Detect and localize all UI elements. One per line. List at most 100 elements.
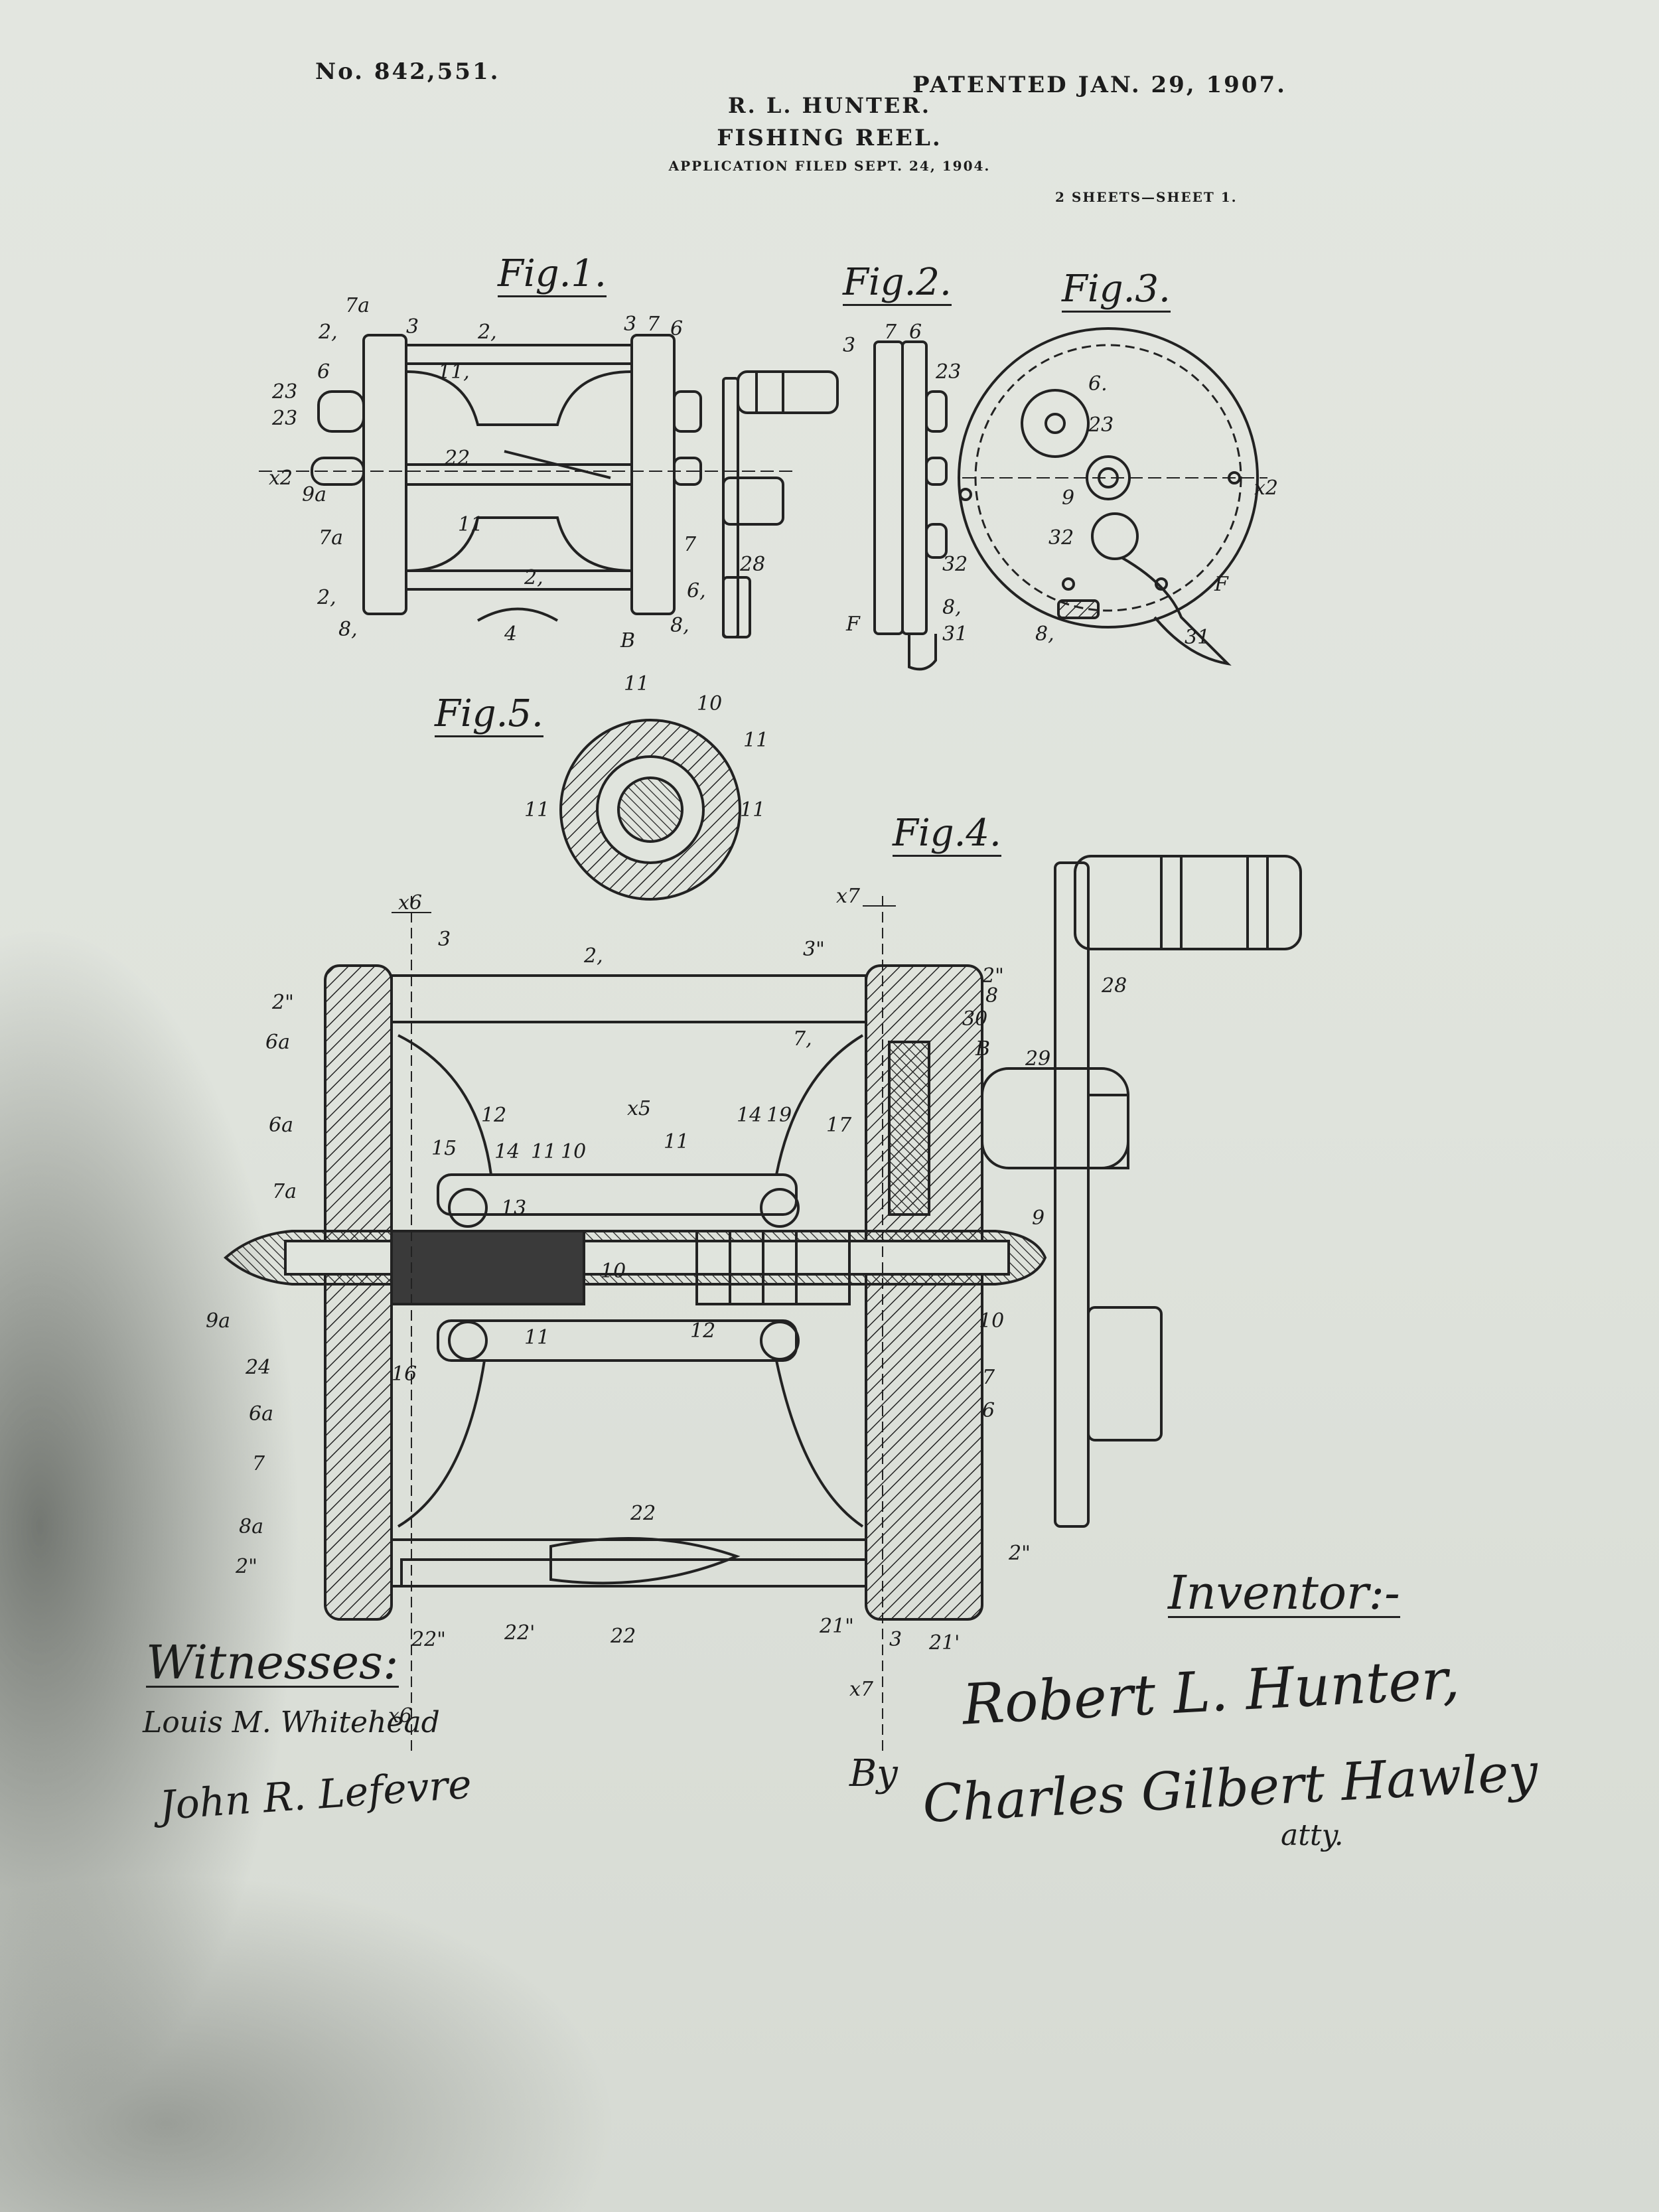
fig3-drawing [958, 327, 1267, 666]
ref-fig4-24: 17 [826, 1114, 852, 1137]
ref-fig4-17: 14 [494, 1140, 520, 1163]
ref-fig4-42: 22 [630, 1502, 656, 1525]
ref-fig4-18: 11 [531, 1140, 556, 1163]
ref-fig5-5: 11 [740, 798, 765, 822]
ref-fig4-36: 7 [982, 1366, 995, 1389]
ref-fig3-8: x2 [1254, 477, 1278, 500]
ref-fig1-3: 2, [477, 321, 497, 344]
ref-fig4-16: 12 [481, 1104, 506, 1127]
ref-fig5-2: 10 [697, 692, 722, 715]
ref-fig1-14: 2, [317, 586, 336, 609]
ref-fig4-34: 12 [690, 1319, 715, 1343]
ref-fig4-21: 11 [664, 1130, 689, 1153]
ref-fig3-1: 6. [1088, 372, 1108, 396]
ref-fig4-38: 7 [252, 1452, 265, 1475]
ref-fig4-35: 10 [979, 1309, 1004, 1333]
ref-fig2-4: 23 [935, 360, 961, 384]
ref-fig4-9: 6a [265, 1031, 290, 1054]
ref-fig4-6: 3" [803, 938, 825, 961]
ref-fig1-17: 11, [438, 360, 470, 384]
ref-fig4-20: x5 [627, 1097, 651, 1120]
ref-fig4-46: 21" [819, 1615, 854, 1638]
ref-fig2-1: 7 [884, 321, 897, 344]
inventor-label: Inventor:- [1168, 1566, 1400, 1620]
ref-fig4-8: 8 [985, 984, 998, 1007]
ref-fig4-27: 13 [501, 1197, 526, 1220]
ref-fig4-30: 9a [206, 1309, 230, 1333]
ref-fig1-23: 7 [684, 533, 697, 556]
ref-fig4-40: 8a [239, 1515, 263, 1538]
attorney-label: atty. [1281, 1818, 1344, 1852]
ref-fig5-4: 11 [524, 798, 549, 822]
ref-fig1-12: 9a [302, 483, 326, 506]
ref-fig4-1: x6 [398, 891, 422, 915]
ref-fig1-24: 6, [687, 579, 706, 603]
ref-fig4-39: 6 [982, 1399, 995, 1422]
ref-fig1-9: 23 [271, 380, 297, 404]
ref-fig4-23: 19 [766, 1104, 792, 1127]
ref-fig1-22: 2, [524, 566, 543, 589]
ref-fig1-15: 22 [444, 447, 470, 470]
ref-fig3-7: 31 [1185, 626, 1210, 649]
ref-fig1-18: B [620, 629, 635, 652]
ref-fig4-3: 2" [271, 991, 294, 1014]
ref-fig5-1: 11 [624, 672, 649, 696]
ref-fig1-13: 7a [319, 526, 343, 550]
ref-fig4-26: 15 [431, 1137, 457, 1160]
ref-fig4-2: x7 [836, 885, 861, 908]
ref-fig4-45: 22 [610, 1625, 636, 1648]
ref-fig3-5: F [1214, 573, 1229, 596]
ref-fig1-8: 6 [317, 360, 330, 384]
ref-fig4-49: 2" [1008, 1542, 1031, 1565]
ref-fig1-25: 28 [739, 553, 765, 576]
ref-fig4-29: 9 [1032, 1207, 1045, 1230]
ref-fig4-15: 6a [269, 1114, 293, 1137]
ref-fig1-11: x2 [269, 467, 293, 490]
ref-fig4-13: 29 [1025, 1047, 1050, 1070]
ref-fig1-19: 4 [504, 623, 517, 646]
ref-fig4-25: 7a [272, 1180, 297, 1203]
ref-fig3-4: 32 [1048, 526, 1074, 550]
ref-fig4-22: 14 [737, 1104, 762, 1127]
ref-fig1-5: 7 [647, 313, 660, 336]
ref-fig1-21: 8, [670, 614, 689, 637]
ref-fig3-2: 23 [1088, 413, 1114, 437]
ref-fig4-50: x7 [849, 1678, 874, 1701]
ref-fig4-43: 22" [411, 1628, 446, 1651]
ref-fig4-41: 2" [235, 1555, 257, 1578]
ref-fig4-31: 24 [245, 1356, 271, 1379]
fig2-drawing [873, 340, 948, 671]
ref-fig4-47: 3 [889, 1628, 902, 1651]
ref-fig3-6: 8, [1035, 623, 1054, 646]
ref-fig4-4: 2, [583, 944, 603, 968]
ref-fig1-2: 3 [406, 315, 419, 338]
ref-fig4-32: 16 [392, 1363, 417, 1386]
ref-fig4-10: 30 [962, 1007, 987, 1031]
fig5-drawing [559, 719, 741, 901]
ref-fig4-19: 10 [561, 1140, 586, 1163]
ref-fig4-28: 10 [601, 1260, 626, 1283]
ref-fig2-6: F [845, 613, 861, 636]
ref-fig2-8: 31 [942, 623, 968, 646]
fig1-drawing [259, 334, 839, 638]
ref-fig4-48: 21' [928, 1631, 960, 1655]
ref-fig1-10: 23 [271, 407, 297, 430]
ref-fig2-7: 8, [942, 596, 962, 619]
ref-fig4-37: 6a [249, 1402, 273, 1426]
ref-fig1-1: 7a [345, 294, 370, 317]
ref-fig1-20: 8, [338, 618, 358, 641]
ref-fig2-3: 3 [843, 334, 855, 357]
fig4-drawing [223, 855, 1302, 1752]
ref-fig5-3: 11 [743, 729, 768, 752]
ref-fig4-5: 3 [438, 928, 451, 951]
ref-fig4-12: B [975, 1037, 990, 1061]
by-label: By [849, 1752, 898, 1795]
ref-fig2-2: 6 [909, 321, 922, 344]
ref-fig1-7: 2, [318, 321, 338, 344]
ref-fig2-5: 32 [942, 553, 968, 576]
ref-fig4-33: 11 [524, 1326, 549, 1349]
ref-fig1-6: 6 [670, 317, 683, 340]
ref-fig1-16: 11 [458, 513, 483, 536]
ref-fig4-14: 28 [1101, 974, 1127, 997]
